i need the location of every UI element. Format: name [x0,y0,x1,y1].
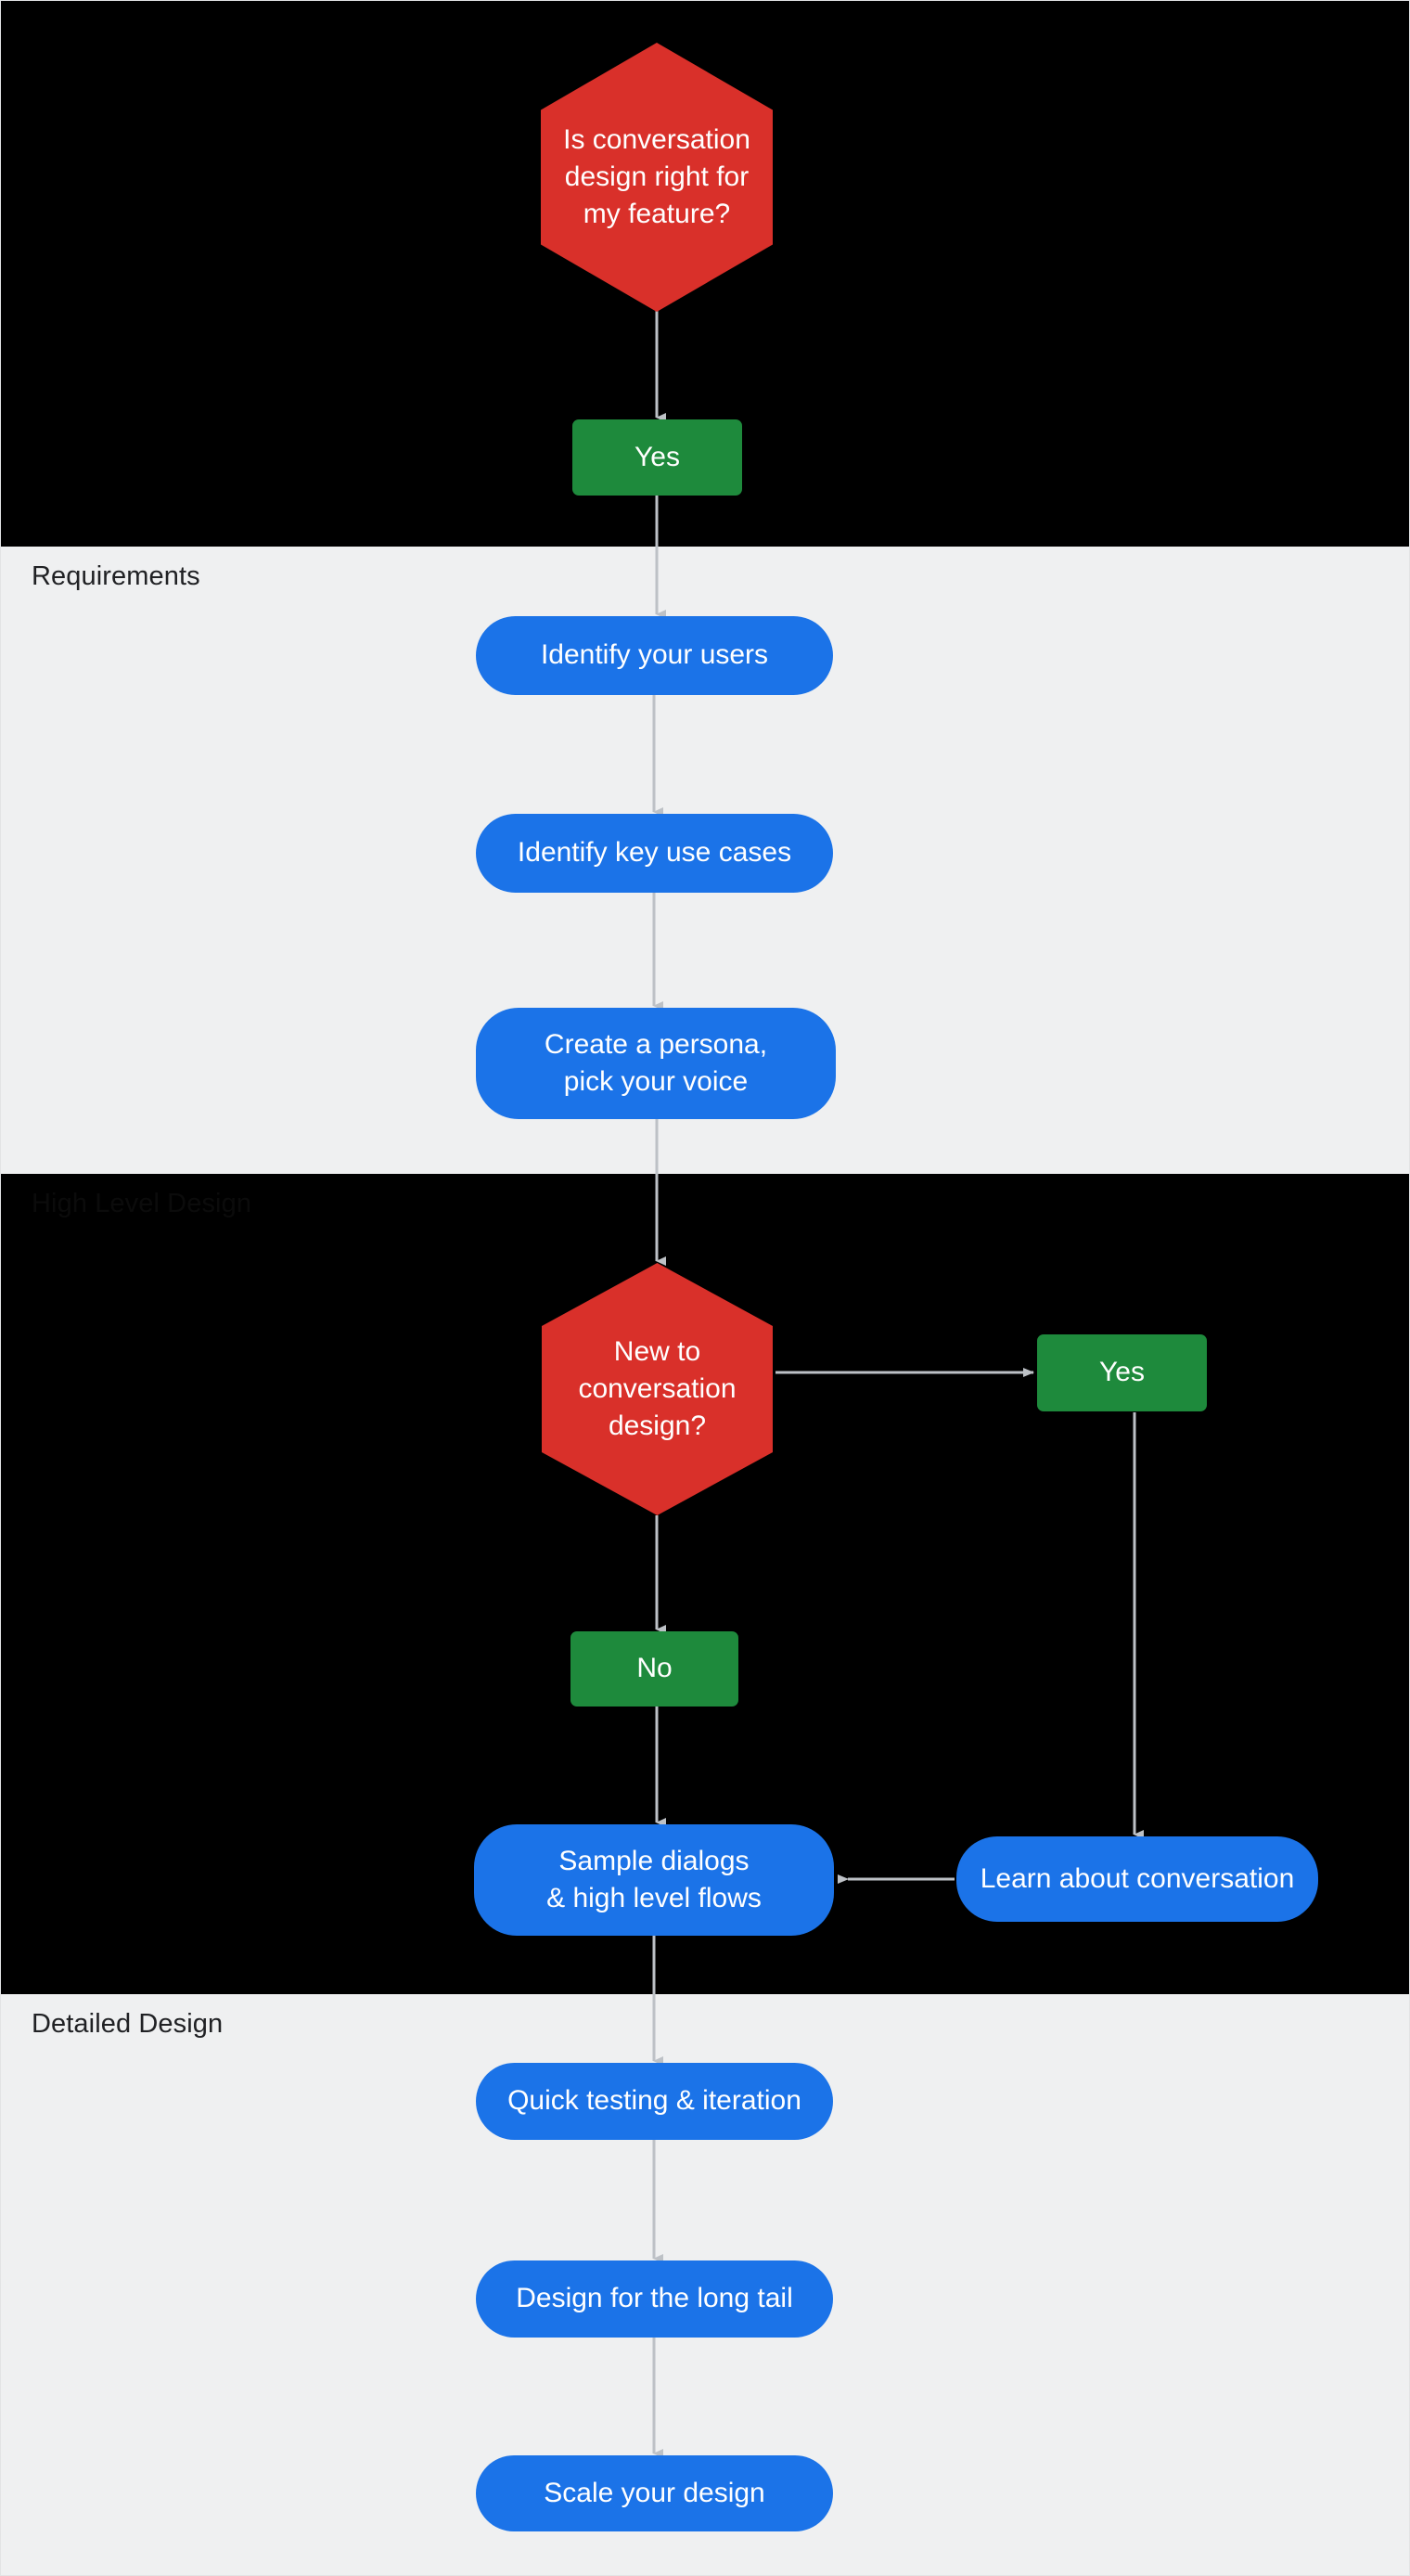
node-label: Sample dialogs & high level flows [537,1843,771,1917]
node-label: Is conversation design right for my feat… [554,122,760,234]
node-label-line: & high level flows [546,1883,762,1913]
phase-label-high-level-design: High Level Design [32,1189,252,1218]
node-label-line: New to [613,1335,701,1367]
node-label-line: conversation [578,1372,737,1404]
node-label-line: Sample dialogs [558,1845,750,1876]
node-label-line: Create a persona, [544,1028,768,1060]
node-label: Yes [1099,1357,1145,1388]
node-label-line: design right for [564,161,750,192]
step-design-for-long-tail[interactable]: Design for the long tail [476,2260,833,2338]
node-label: Create a persona, pick your voice [535,1026,776,1101]
step-create-persona-pick-voice[interactable]: Create a persona, pick your voice [476,1008,836,1119]
step-quick-testing-iteration[interactable]: Quick testing & iteration [476,2063,833,2140]
node-label-line: my feature? [583,199,731,230]
phase-label-requirements: Requirements [32,561,200,591]
node-label-line: design? [608,1410,707,1442]
node-label: No [636,1653,673,1684]
node-label: New to conversation design? [569,1333,745,1446]
node-label: Identify your users [540,639,769,671]
answer-yes-top[interactable]: Yes [572,419,742,496]
step-sample-dialogs-high-level-flows[interactable]: Sample dialogs & high level flows [474,1824,834,1936]
step-identify-your-users[interactable]: Identify your users [476,616,833,695]
node-label: Identify key use cases [517,837,792,869]
step-learn-about-conversation[interactable]: Learn about conversation [956,1836,1318,1922]
phase-label-detailed-design: Detailed Design [32,2009,224,2039]
node-label: Design for the long tail [516,2283,793,2314]
answer-yes-branch[interactable]: Yes [1037,1334,1207,1411]
step-scale-your-design[interactable]: Scale your design [476,2455,833,2531]
node-label: Quick testing & iteration [507,2085,801,2117]
node-label: Scale your design [544,2477,765,2508]
node-label: Learn about conversation [980,1862,1295,1894]
node-label: Yes [634,441,680,472]
node-label-line: pick your voice [563,1066,749,1097]
answer-no-branch[interactable]: No [570,1631,738,1707]
node-label-line: Is conversation [563,123,750,155]
step-identify-key-use-cases[interactable]: Identify key use cases [476,814,833,893]
